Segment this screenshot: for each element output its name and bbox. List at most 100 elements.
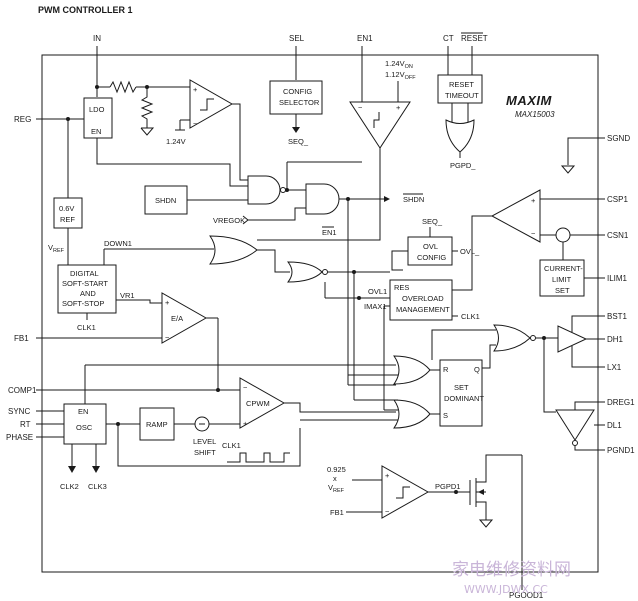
ramp-block: [139, 407, 175, 441]
shdn-label: SHDN: [155, 196, 176, 205]
pin-reset: RESET: [461, 32, 488, 75]
pin-reset-label: RESET: [461, 34, 488, 43]
pin-in-label: IN: [93, 34, 101, 43]
watermark-cn: 家电维修资料网: [452, 560, 571, 580]
overload-block: [389, 279, 453, 321]
pin-dreg1-label: DREG1: [607, 398, 635, 407]
pin-lx1-label: LX1: [607, 363, 622, 372]
resistor-in: [109, 80, 137, 94]
sr-r-label: R: [443, 365, 449, 374]
svg-text:−: −: [531, 229, 536, 238]
and-gate-2: [305, 183, 340, 215]
pin-ct: CT: [443, 34, 454, 75]
pin-pgood1-label: PGOOD1: [509, 591, 544, 600]
svg-text:+: +: [165, 298, 170, 307]
soft-start-l1: DIGITAL: [70, 269, 99, 278]
ovl-config-label: CONFIG: [417, 253, 446, 262]
sr-q-label: Q: [474, 365, 480, 374]
overload-l3: MANAGEMENT: [396, 305, 450, 314]
shdn-out-label: SHDN: [403, 195, 424, 204]
v-off-label: 1.12VOFF: [385, 70, 416, 81]
current-source: [555, 227, 571, 243]
ovl-label: OVL: [423, 242, 438, 251]
svg-text:+: +: [243, 419, 248, 428]
comparator-en1: [349, 101, 411, 149]
pin-sel-label: SEL: [289, 34, 305, 43]
low-side-driver: [555, 409, 595, 441]
svg-text:−: −: [358, 103, 363, 112]
reset-label: RESET: [449, 80, 474, 89]
watermark-url: WWW.JDWX.CC: [464, 583, 548, 596]
hysteresis-icon: [200, 98, 214, 111]
ldo-en-label: EN: [91, 127, 101, 136]
pin-in: IN: [93, 34, 101, 97]
hysteresis-icon-pg: [396, 486, 410, 499]
clk3-label: CLK3: [88, 482, 107, 491]
chip-outline: [41, 54, 599, 573]
nor-gate-driver: [493, 324, 531, 352]
diagram-title: PWM CONTROLLER 1: [38, 5, 133, 15]
pg-v2: x: [333, 474, 337, 483]
soft-start-block: [57, 264, 117, 314]
nmos-transistor: [469, 454, 522, 528]
soft-start-l3: AND: [80, 289, 96, 298]
level-shift-l2: SHIFT: [194, 448, 216, 457]
svg-text:+: +: [385, 471, 390, 480]
pin-bst1-label: BST1: [607, 312, 628, 321]
current-limit-l2: LIMIT: [552, 275, 572, 284]
ea-label: E/A: [171, 314, 183, 323]
ref-06v-label: 0.6V: [59, 204, 74, 213]
ovl1-label: OVL1: [368, 287, 387, 296]
pg-vref: VREF: [328, 483, 345, 494]
vr1-label: VR1: [120, 291, 135, 300]
pin-phase-label: PHASE: [6, 433, 33, 442]
current-sense-amp: [490, 189, 541, 243]
part-number: MAX15003: [515, 110, 555, 119]
pin-sel: SEL: [289, 34, 305, 80]
svg-text:−: −: [243, 383, 248, 392]
pin-comp1-label: COMP1: [8, 386, 37, 395]
pin-csn1-label: CSN1: [607, 231, 629, 240]
cpwm-label: CPWM: [246, 399, 270, 408]
pin-en1-label: EN1: [357, 34, 373, 43]
vregok-label: VREGOK: [213, 216, 245, 225]
and-gate-1: [247, 175, 281, 205]
shdn-block: [144, 185, 188, 215]
clk1-ss-label: CLK1: [77, 323, 96, 332]
or-gate-s: [393, 399, 431, 429]
error-amp: [161, 292, 208, 344]
vref-label: VREF: [48, 243, 65, 254]
pin-en1: EN1: [357, 34, 373, 102]
clk1-ovl-label: CLK1: [461, 312, 480, 321]
pin-csp1-label: CSP1: [607, 195, 628, 204]
osc-en-label: EN: [78, 407, 88, 416]
timeout-label: TIMEOUT: [445, 91, 479, 100]
pin-dl1-label: DL1: [607, 421, 622, 430]
or-gate-ovl: [286, 261, 323, 283]
config-label: CONFIG: [283, 87, 312, 96]
pin-fb1-label: FB1: [14, 334, 29, 343]
pin-rt-label: RT: [20, 420, 31, 429]
svg-text:−: −: [165, 333, 170, 342]
ldo-label: LDO: [89, 105, 105, 114]
pin-pgnd1-label: PGND1: [607, 446, 635, 455]
ref-ref-label: REF: [60, 215, 75, 224]
sr-s-label: S: [443, 411, 448, 420]
pgpd-reset-label: PGPD_: [450, 161, 476, 170]
pgood-comparator: [381, 465, 430, 519]
ref-124v: 1.24V: [166, 137, 186, 146]
seq-ovl: SEQ_: [422, 217, 443, 226]
svg-text:+: +: [193, 85, 198, 94]
soft-start-l2: SOFT-START: [62, 279, 108, 288]
svg-text:+: +: [531, 196, 536, 205]
current-limit-block: [539, 259, 585, 297]
resistor-shunt: [140, 87, 154, 128]
ovl-out-label: OVL_: [460, 247, 480, 256]
hysteresis-icon-en1: [373, 112, 380, 128]
imax1-label: IMAX1: [364, 302, 387, 311]
clk2-label: CLK2: [60, 482, 79, 491]
pin-sync-label: SYNC: [8, 407, 30, 416]
dominant-label: DOMINANT: [444, 394, 484, 403]
reset-timeout-block: [437, 74, 483, 104]
or-gate-down1: [209, 235, 258, 265]
